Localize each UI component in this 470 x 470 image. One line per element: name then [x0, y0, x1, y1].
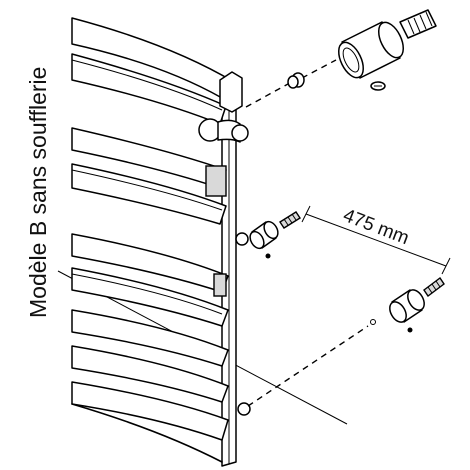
lower-bracket-cylinder	[389, 289, 425, 323]
upper-bracket-cylinder	[337, 21, 405, 79]
dimension-label: 475 mm	[340, 205, 412, 249]
radiator-panel	[71, 345, 229, 403]
washer	[287, 72, 305, 89]
upper-bracket-ring	[198, 118, 249, 143]
radiator-panel	[71, 381, 229, 441]
frame-top-cap	[219, 71, 243, 113]
dashed-assembly-line	[247, 325, 369, 407]
radiator-panel	[71, 309, 229, 367]
lower-bracket-knob	[237, 402, 251, 416]
mid-bracket-knob	[235, 232, 249, 246]
radiator-panels	[71, 17, 235, 463]
mid-bracket-cylinder	[249, 220, 279, 250]
lower-washer-dot	[407, 327, 413, 333]
lower-screw	[423, 276, 445, 298]
mid-washer-dot	[265, 253, 271, 259]
dashed-assembly-line	[245, 83, 289, 108]
mid-screw	[279, 211, 301, 229]
small-screw	[370, 81, 386, 91]
frame-tab	[213, 273, 227, 297]
lower-small-washer	[370, 319, 376, 325]
frame-tab	[205, 165, 227, 197]
dimension-line	[301, 205, 451, 275]
dashed-assembly-line	[301, 59, 337, 79]
wall-plug	[399, 9, 437, 39]
model-title: Modèle B sans soufflerie	[25, 67, 51, 318]
